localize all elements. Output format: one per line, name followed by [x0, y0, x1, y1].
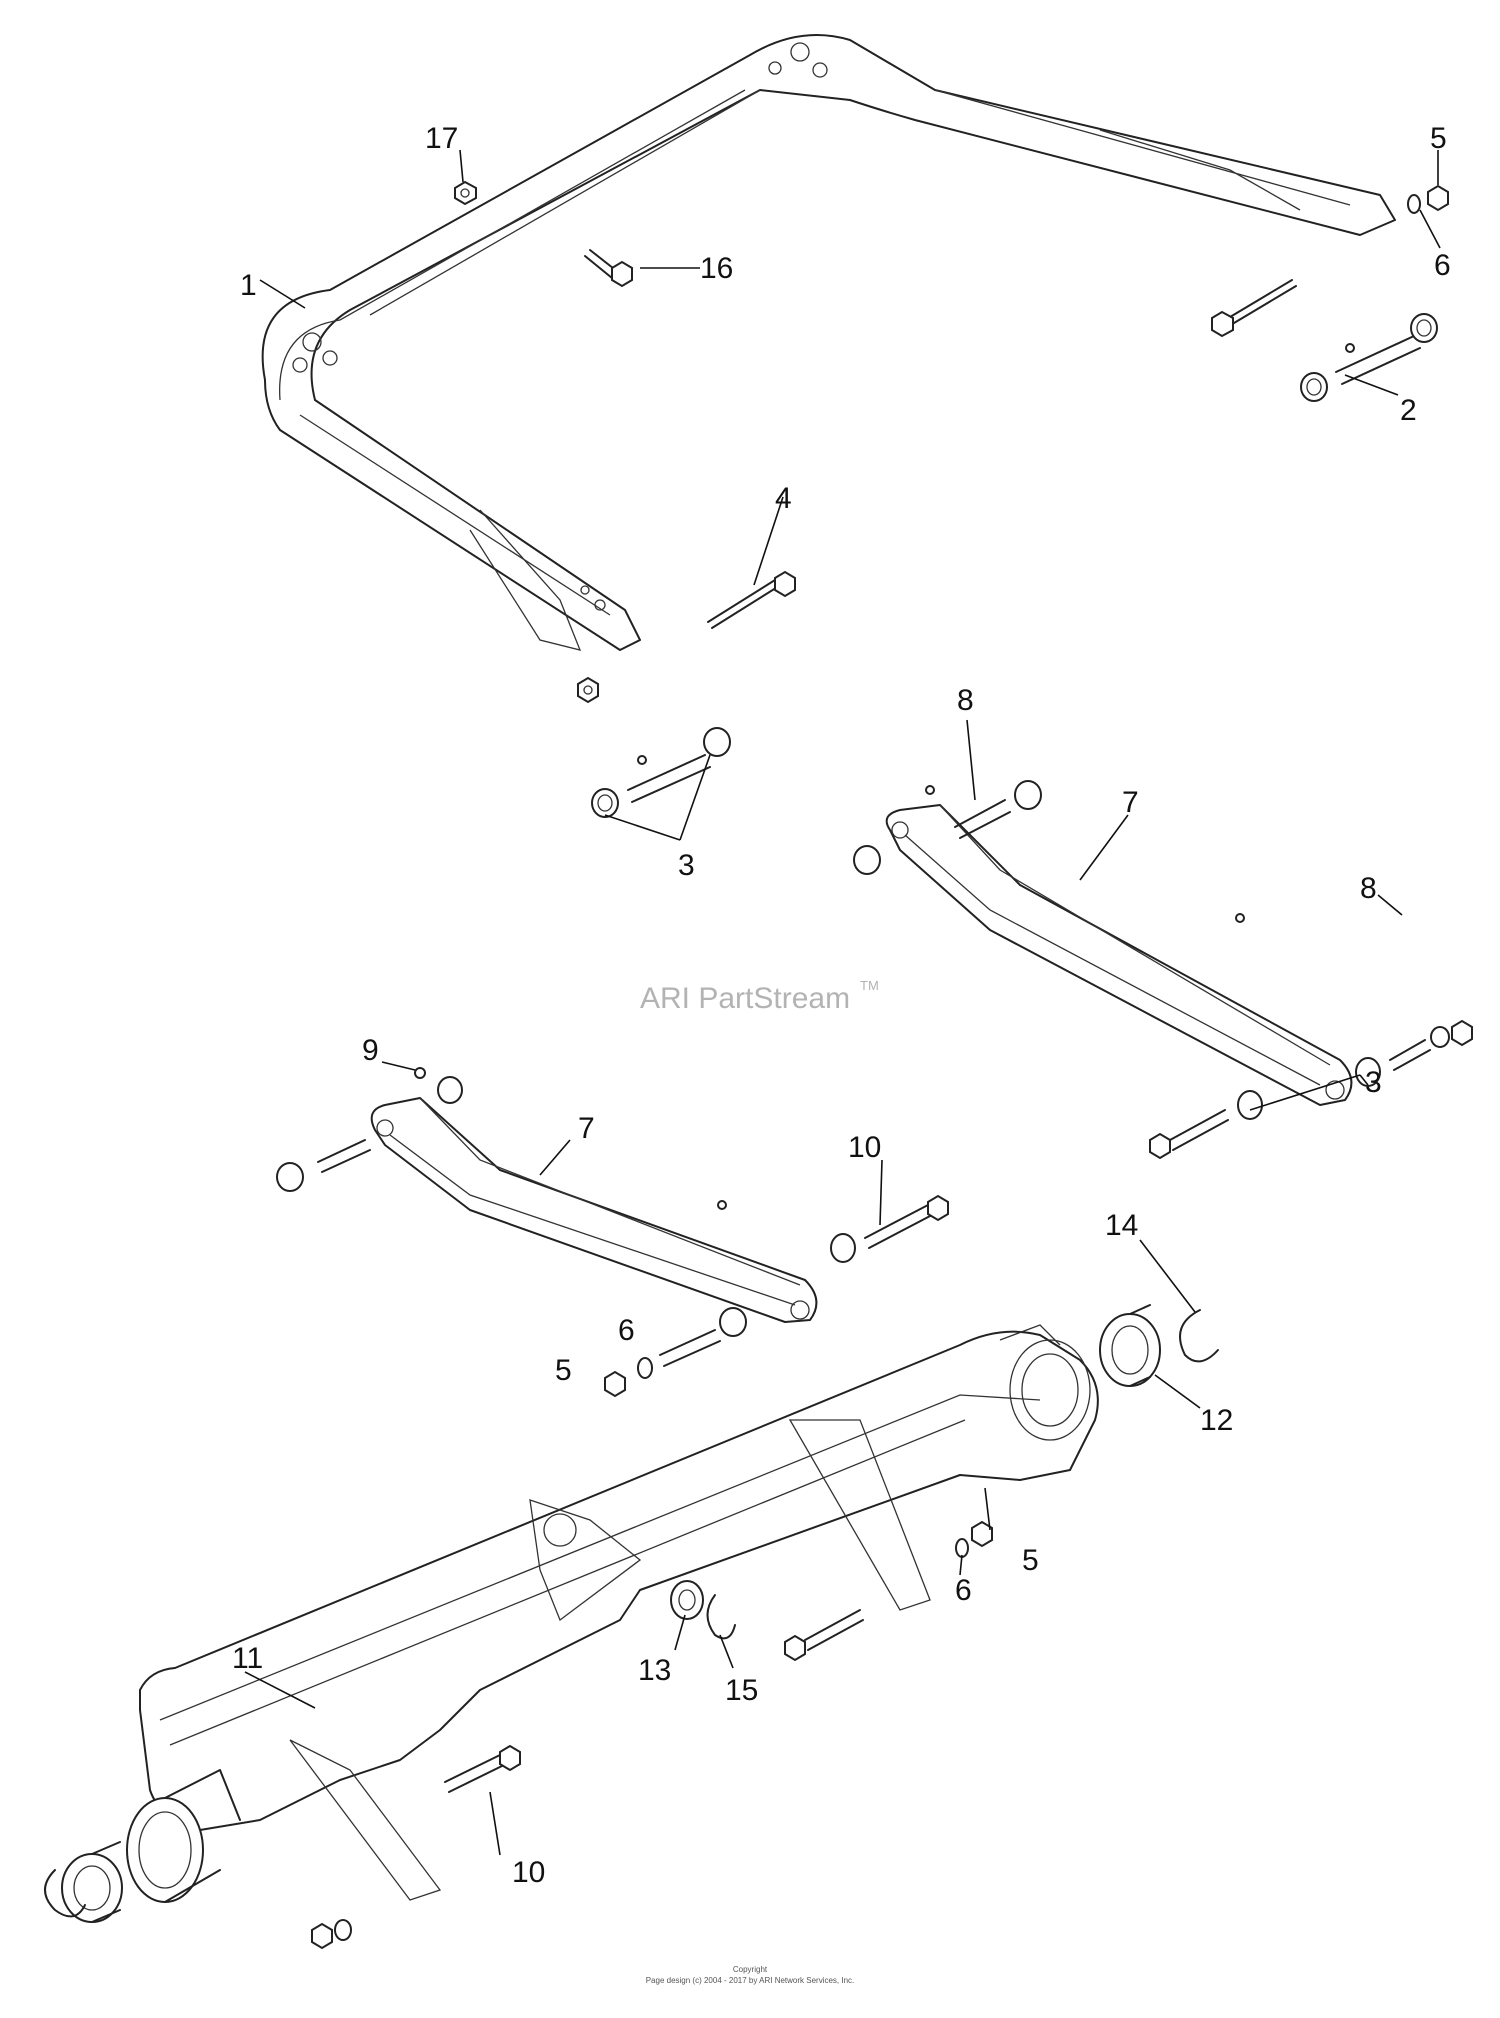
snap-ring-14[interactable] [1179, 1309, 1219, 1363]
bushing-pin-arm-lower[interactable] [659, 1307, 747, 1367]
copyright-notice: Copyright Page design (c) 2004 - 2017 by… [646, 1965, 855, 1985]
callout-6-low[interactable]: 6 [955, 1574, 972, 1607]
callout-15[interactable]: 15 [725, 1674, 758, 1707]
copyright-line-1: Copyright [733, 1965, 768, 1974]
bushing-pin-8-lower[interactable] [1355, 1019, 1473, 1087]
callout-4[interactable]: 4 [775, 482, 792, 515]
link-arm-7-upper[interactable] [885, 804, 1353, 1106]
main-frame[interactable] [261, 34, 1396, 651]
callout-13[interactable]: 13 [638, 1654, 671, 1687]
watermark-text: ARI PartStream [640, 982, 850, 1015]
snap-ring-15[interactable] [706, 1594, 736, 1640]
hex-nut-17[interactable] [454, 180, 477, 206]
callout-3-right[interactable]: 3 [1365, 1066, 1382, 1099]
watermark-tm: TM [860, 978, 879, 993]
bushing-pin-set-3-upper[interactable] [591, 727, 731, 818]
bearing-12[interactable] [1099, 1304, 1161, 1387]
copyright-line-2: Page design (c) 2004 - 2017 by ARI Netwo… [646, 1976, 855, 1985]
callout-6-mid[interactable]: 6 [618, 1314, 635, 1347]
bearing-left[interactable] [61, 1841, 123, 1923]
watermark: ARI PartStream TM [640, 978, 879, 1015]
callout-17[interactable]: 17 [425, 122, 458, 155]
callout-8-upper[interactable]: 8 [957, 684, 974, 717]
callout-8-lower[interactable]: 8 [1360, 872, 1377, 905]
callout-5-mid[interactable]: 5 [555, 1354, 572, 1387]
nut-5-top[interactable] [1427, 184, 1449, 212]
bushing-13[interactable] [670, 1580, 704, 1620]
callout-12[interactable]: 12 [1200, 1404, 1233, 1437]
nut-housing-bottom[interactable] [311, 1919, 352, 1950]
nut-5-mid[interactable] [604, 1370, 626, 1398]
callout-1[interactable]: 1 [240, 269, 257, 302]
leader-lines [244, 149, 1441, 1856]
axle-housing-11[interactable] [139, 1324, 1099, 1901]
bushing-pin-8-upper[interactable] [853, 780, 1042, 875]
bolt-4[interactable] [707, 570, 796, 629]
nut-5-low[interactable] [971, 1520, 993, 1548]
bolt-16[interactable] [584, 249, 633, 288]
washer-6-mid[interactable] [637, 1357, 653, 1379]
callout-9[interactable]: 9 [362, 1034, 379, 1067]
bushing-pin-lower-left[interactable] [276, 1076, 463, 1192]
callout-14[interactable]: 14 [1105, 1209, 1138, 1242]
callout-6-top[interactable]: 6 [1434, 249, 1451, 282]
bolt-10-upper[interactable] [830, 1194, 949, 1263]
callout-7-lower[interactable]: 7 [578, 1112, 595, 1145]
washer-6-top[interactable] [1407, 194, 1421, 214]
bolt-frame-right[interactable] [1211, 279, 1297, 338]
hub-left[interactable] [126, 1769, 241, 1903]
callout-2[interactable]: 2 [1400, 394, 1417, 427]
bolt-housing-mid[interactable] [784, 1609, 864, 1662]
snap-ring-left[interactable] [44, 1869, 86, 1918]
callout-5-top[interactable]: 5 [1430, 122, 1447, 155]
bushing-pin-2[interactable] [1300, 313, 1438, 402]
bolt-arm-upper[interactable] [1149, 1090, 1263, 1160]
callout-labels: 1 2 3 3 4 5 5 5 6 6 6 7 7 8 8 9 10 10 11… [232, 122, 1451, 1889]
callout-5-low[interactable]: 5 [1022, 1544, 1039, 1577]
callout-16[interactable]: 16 [700, 252, 733, 285]
callout-10-lower[interactable]: 10 [512, 1856, 545, 1889]
bolt-10-lower[interactable] [444, 1744, 521, 1793]
link-arm-7-lower[interactable] [370, 1097, 818, 1323]
grease-fitting-9[interactable] [414, 1067, 426, 1079]
callout-3-upper[interactable]: 3 [678, 849, 695, 882]
nut-frame-bottom[interactable] [577, 676, 599, 704]
washer-6-low[interactable] [955, 1538, 969, 1558]
callout-7-upper[interactable]: 7 [1122, 786, 1139, 819]
callout-11[interactable]: 11 [232, 1642, 263, 1675]
callout-10-upper[interactable]: 10 [848, 1131, 881, 1164]
